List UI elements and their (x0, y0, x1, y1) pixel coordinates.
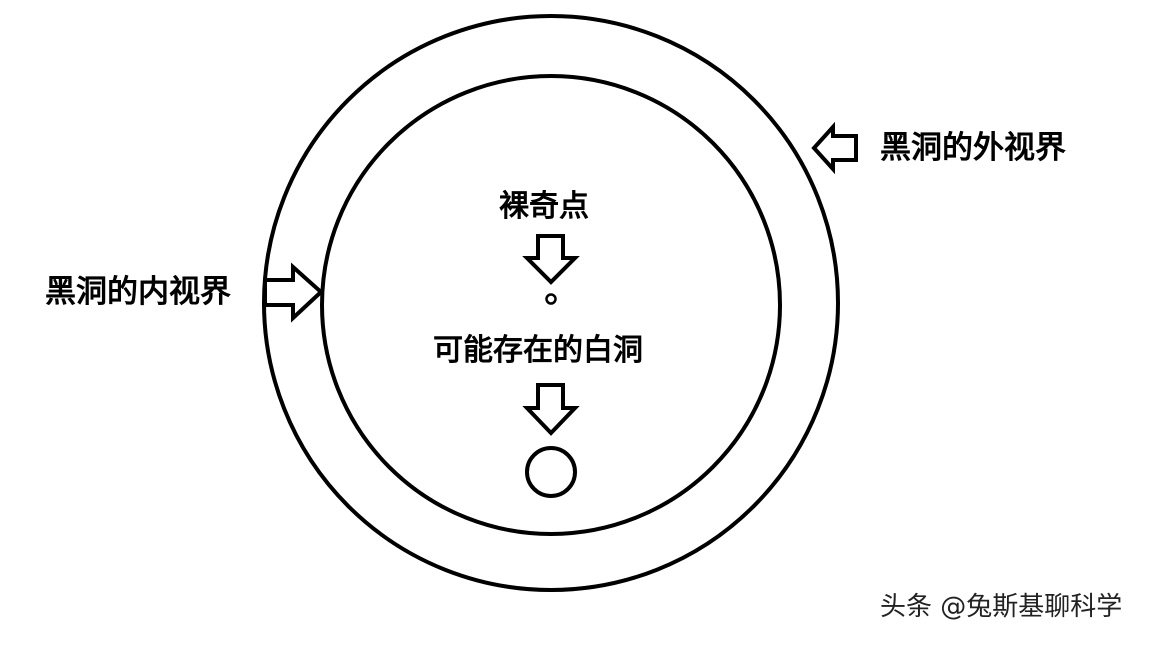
outer-horizon-arrow-icon (811, 121, 858, 175)
white-hole-circle (525, 446, 577, 498)
singularity-down-arrow-icon (522, 234, 580, 285)
inner-horizon-circle (320, 74, 782, 536)
inner-horizon-label: 黑洞的内视界 (45, 274, 231, 310)
inner-horizon-arrow-icon (263, 262, 324, 323)
singularity-point (545, 293, 557, 305)
white-hole-label: 可能存在的白洞 (433, 333, 643, 368)
outer-horizon-label: 黑洞的外视界 (880, 130, 1066, 166)
white-hole-down-arrow-icon (522, 383, 580, 436)
watermark-text: 头条 @兔斯基聊科学 (880, 592, 1123, 622)
naked-singularity-label: 裸奇点 (499, 189, 589, 224)
